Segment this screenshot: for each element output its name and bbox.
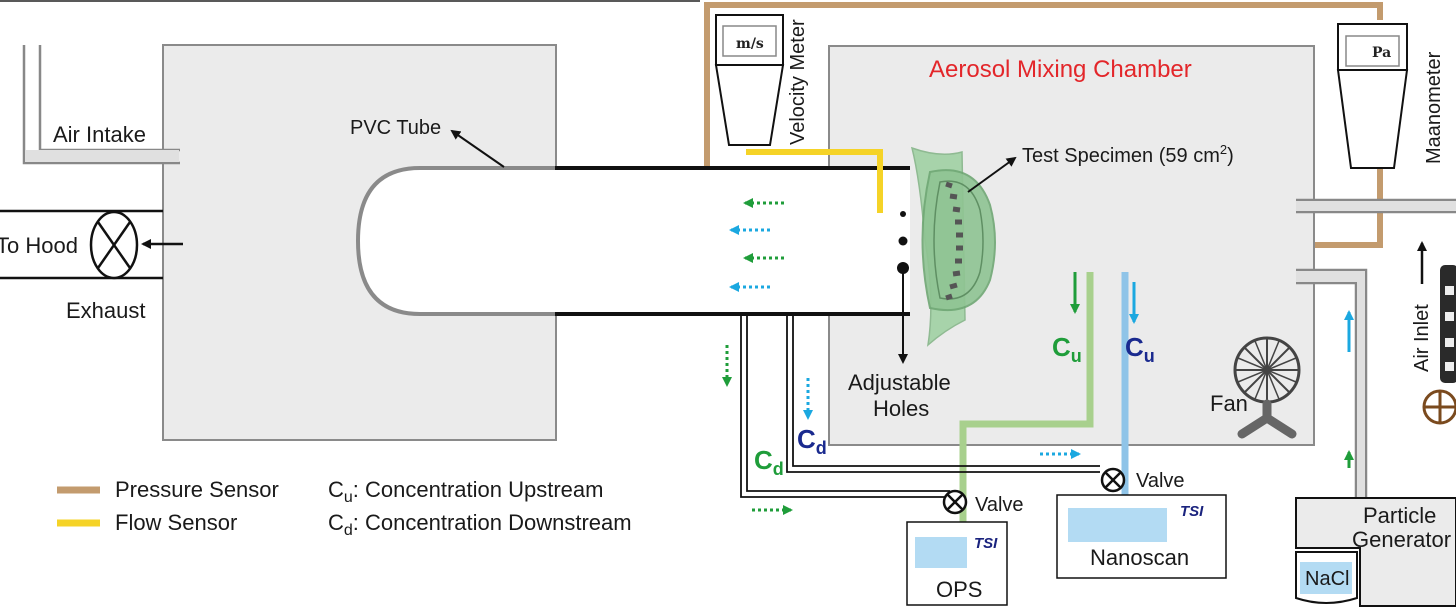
test-specimen-label: Test Specimen (59 cm2) [1022,142,1234,167]
cu-navy-c: C [1125,332,1144,362]
cu-green-u: u [1071,346,1082,366]
chamber-title: Aerosol Mixing Chamber [929,56,1192,83]
air-inlet-label: Air Inlet [1411,304,1433,372]
upstream-line-ops [959,272,1094,522]
air-intake-pipe-fill [25,150,179,162]
cu-navy-symbol: Cu [1125,332,1155,366]
legend-pressure-label: Pressure Sensor [115,477,279,502]
air-inlet-valve-icon [1422,389,1456,425]
particle-feed-pipe-fill-v [1357,282,1365,500]
nanoscan-valve-icon [1100,467,1126,493]
fan-icon [1233,336,1301,439]
right-pipe-top [1296,198,1456,214]
test-specimen-mask [910,146,996,347]
cd-navy-d: d [816,438,827,458]
legend-cu-sub: u [344,489,353,506]
nanoscan-label: Nanoscan [1090,545,1189,570]
pressure-sensor-line [704,2,1383,248]
particle-feed-pipe [1296,268,1368,500]
pvc-tube-label: PVC Tube [350,117,441,139]
cd-green-d: d [773,459,784,479]
manometer-unit: Pa [1372,45,1391,61]
cu-green-c: C [1052,332,1071,362]
adjustable-holes-label-2: Holes [873,396,929,421]
downstream-line-nano [786,316,1100,473]
legend-cu-c: C [328,477,344,502]
particle-generator-label-1: Particle [1363,503,1436,528]
manometer [1336,23,1409,169]
cd-navy-symbol: Cd [797,424,827,458]
air-intake-label: Air Intake [53,122,146,147]
adjustable-holes-label-1: Adjustable [848,370,951,395]
ops-label: OPS [936,577,982,602]
legend-cu-text: : Concentration Upstream [353,477,604,502]
nanoscan-instrument [1056,494,1227,579]
ops-instrument [906,521,1008,606]
cd-navy-c: C [797,424,816,454]
legend-cu: Cu: Concentration Upstream [328,477,603,506]
pvc-tube [355,166,910,316]
particle-feed-pipe-fill [1296,271,1365,282]
pvc-tube-pointer [450,129,505,168]
cu-navy-u: u [1144,346,1155,366]
ops-valve-icon [942,489,968,515]
adjustable-holes [897,211,909,274]
flow-sensor-line [746,149,883,213]
particle-generator-label-2: Generator [1352,527,1451,552]
velocity-meter [714,14,785,146]
nacl-label: NaCl [1305,568,1349,590]
test-specimen-text: Test Specimen (59 cm [1022,145,1220,167]
exhaust-label: Exhaust [66,298,146,323]
ops-valve-label: Valve [975,494,1024,516]
cu-green-symbol: Cu [1052,332,1082,366]
manometer-label: Maanometer [1423,51,1445,164]
side-toolbar-fragment [1440,265,1456,383]
exhaust-valve-icon [89,210,139,280]
velocity-unit: m/s [736,36,764,52]
velocity-meter-label: Velocity Meter [787,19,809,145]
particle-generator [1295,497,1456,607]
ops-tsi-logo: TSI [974,535,998,552]
right-pipe-top-fill [1296,201,1456,211]
legend-cd-c: C [328,510,344,535]
legend-cd: Cd: Concentration Downstream [328,510,632,539]
legend-cd-sub: d [344,522,353,539]
to-hood-label: To Hood [0,233,78,258]
tube-flow-arrows [729,198,784,292]
cd-green-symbol: Cd [754,445,784,479]
legend-cd-text: : Concentration Downstream [353,510,632,535]
test-specimen-pointer [967,156,1017,193]
fan-label: Fan [1210,391,1248,416]
downstream-line-ops [740,316,950,498]
nanoscan-tsi-logo: TSI [1180,503,1204,520]
nanoscan-valve-label: Valve [1136,470,1185,492]
test-specimen-end: ) [1227,145,1234,167]
test-specimen-sup: 2 [1220,142,1227,157]
legend-flow-label: Flow Sensor [115,510,237,535]
cd-green-c: C [754,445,773,475]
